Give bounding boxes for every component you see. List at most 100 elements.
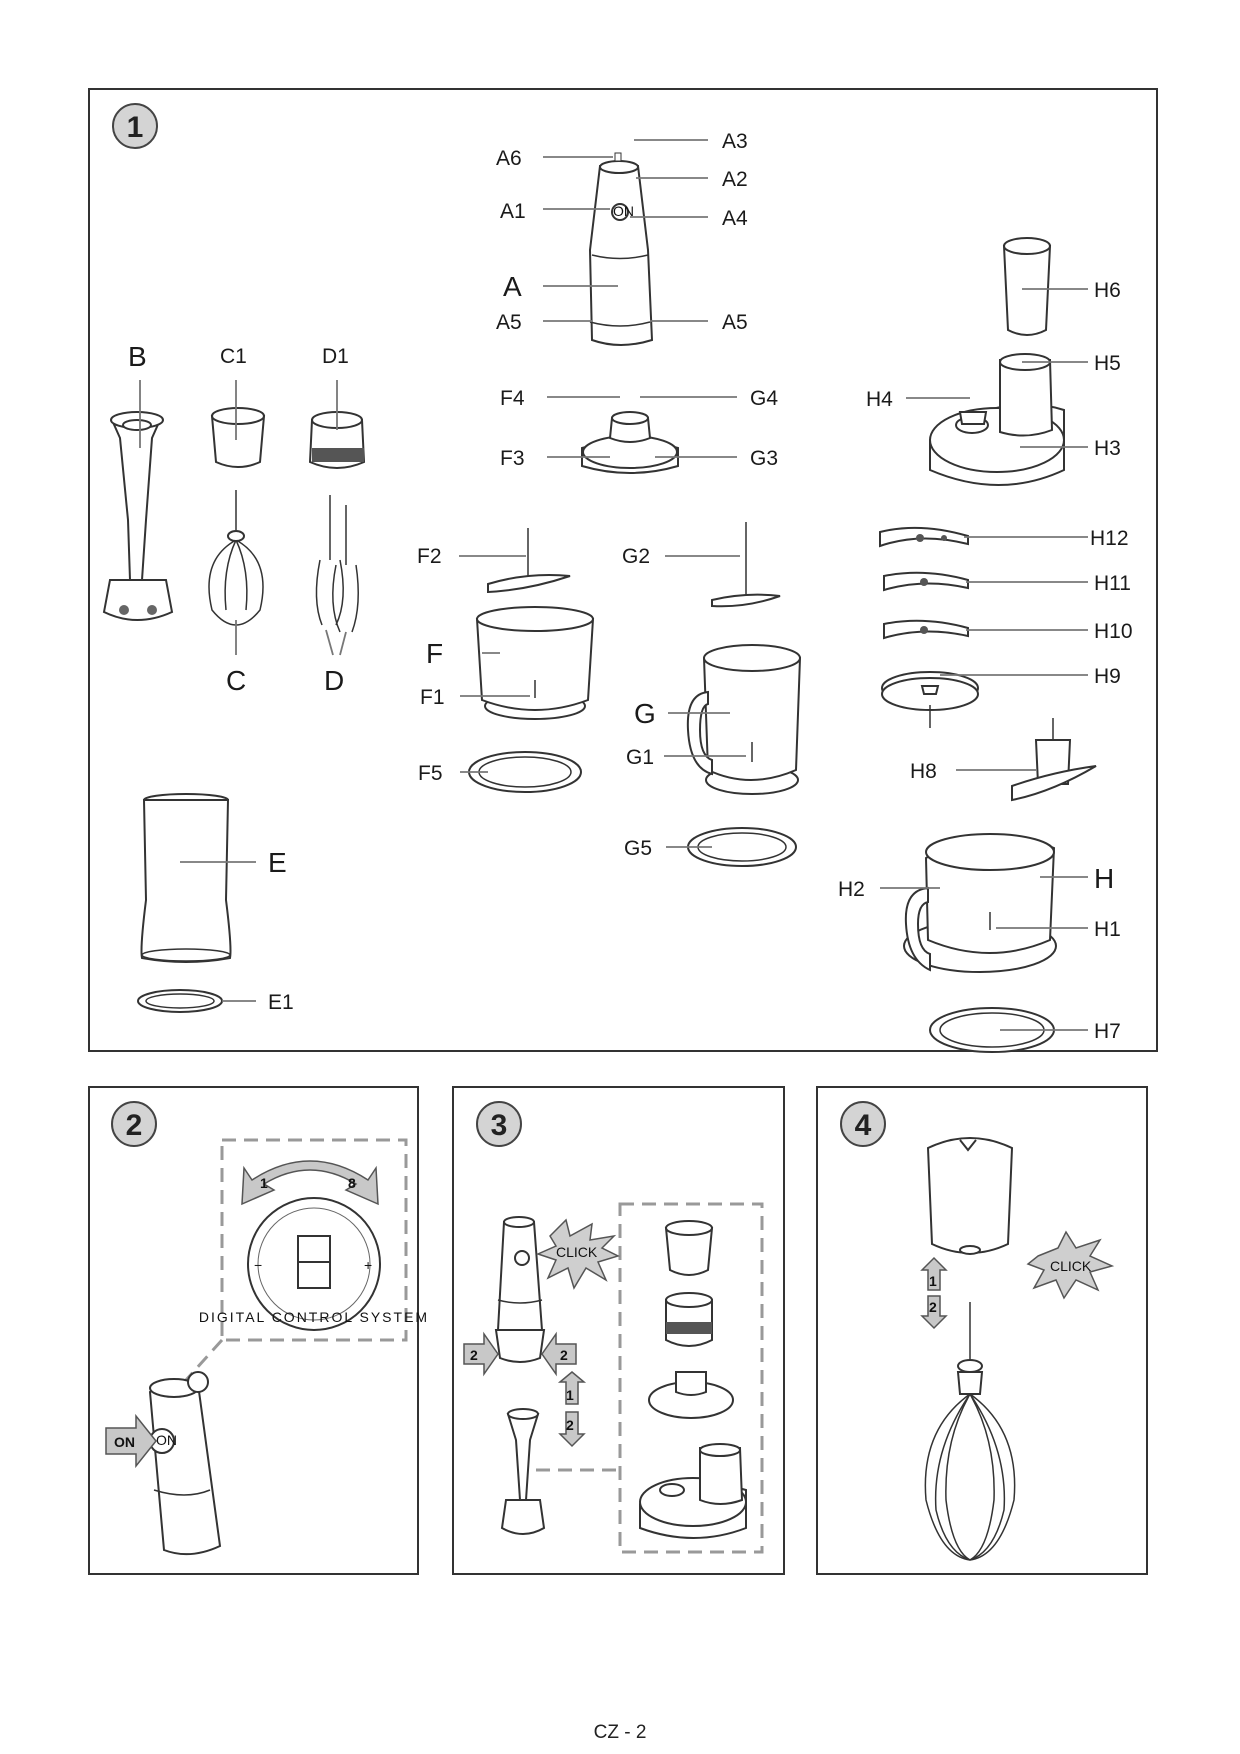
g2-blade-drawing [711, 522, 781, 608]
side-press-left-icon: 2 [463, 1331, 499, 1377]
processor-lid-drawing [929, 353, 1065, 486]
panel-3-number: 3 [491, 1109, 508, 1142]
label-a3: A3 [722, 130, 748, 153]
slicing-insert-h11 [883, 571, 969, 592]
label-f2: F2 [417, 545, 442, 568]
beaters-drawing [315, 495, 359, 633]
chopper-lid-drawing [581, 411, 679, 474]
label-f1: F1 [420, 686, 445, 709]
label-a2: A2 [722, 168, 748, 191]
food-pusher-drawing [1002, 237, 1052, 336]
whisk-drawing [208, 490, 264, 626]
label-a6: A6 [496, 147, 522, 170]
motor-unit-drawing: ON [588, 152, 654, 346]
label-a5-right: A5 [722, 311, 748, 334]
label-e: E [268, 847, 287, 878]
h8-blade-drawing [1011, 718, 1097, 802]
step-1-num-4: 1 [929, 1273, 937, 1289]
label-a5-left: A5 [496, 311, 522, 334]
label-h5: H5 [1094, 352, 1121, 375]
step-1-num: 1 [566, 1387, 574, 1403]
on-button-mark-2: ON [156, 1432, 177, 1448]
dial-ring-text: DIGITAL CONTROL SYSTEM [199, 1309, 429, 1325]
dial-minus: − [254, 1257, 262, 1273]
panel-1-badge: 1 [112, 103, 158, 149]
label-h10: H10 [1094, 620, 1133, 643]
label-f: F [426, 638, 443, 669]
label-a1: A1 [500, 200, 526, 223]
on-button-mark: ON [613, 203, 634, 219]
panel-3-badge: 3 [476, 1101, 522, 1147]
attachment-coupler-1 [664, 1220, 714, 1276]
on-arrow-icon: ON [105, 1413, 157, 1469]
label-d: D [324, 665, 344, 696]
attachments-detail-box [618, 1202, 764, 1554]
attachment-lid [648, 1371, 734, 1419]
panel-4-frame [816, 1086, 1148, 1575]
label-c: C [226, 665, 246, 696]
label-d1: D1 [322, 345, 349, 368]
label-c1: C1 [220, 345, 247, 368]
panel-1-number: 1 [127, 111, 144, 144]
rotation-arrow-icon [241, 1160, 379, 1206]
dial-max: 8 [348, 1175, 356, 1191]
label-h: H [1094, 863, 1114, 894]
whisk-large-drawing [924, 1302, 1016, 1561]
label-b: B [128, 341, 147, 372]
step-2-num-4: 2 [929, 1299, 937, 1315]
label-f4: F4 [500, 387, 525, 410]
label-f5: F5 [418, 762, 443, 785]
f2-blade-drawing [487, 528, 571, 594]
f-bowl-drawing [475, 606, 595, 720]
blender-leg-small-drawing [500, 1408, 546, 1535]
panel-3-frame [452, 1086, 785, 1575]
panel-2-frame [88, 1086, 419, 1575]
page-number: CZ - 2 [593, 1722, 647, 1743]
attachment-processor-lid [639, 1443, 747, 1539]
up-down-arrow-icon: 1 2 [557, 1371, 587, 1448]
disc-holder-drawing [881, 671, 979, 728]
side-left-num: 2 [470, 1347, 478, 1363]
label-g1: G1 [626, 746, 654, 769]
label-a4: A4 [722, 207, 748, 230]
label-h6: H6 [1094, 279, 1121, 302]
click-label-3: CLICK [556, 1244, 598, 1260]
beaker-drawing [140, 793, 232, 963]
processor-bowl-drawing [903, 833, 1057, 973]
label-g4: G4 [750, 387, 778, 410]
label-g: G [634, 698, 656, 729]
beaker-lid-drawing [137, 989, 223, 1013]
label-h8: H8 [910, 760, 937, 783]
step-2-num: 2 [566, 1417, 574, 1433]
label-g5: G5 [624, 837, 652, 860]
whisk-coupler-large-drawing [926, 1137, 1014, 1255]
click-burst-icon: CLICK [535, 1218, 621, 1290]
click-burst-icon-4: CLICK [1026, 1230, 1115, 1300]
label-h4: H4 [866, 388, 893, 411]
panel-2-badge: 2 [111, 1101, 157, 1147]
dial-detail-box [220, 1138, 408, 1342]
panel-2-number: 2 [126, 1109, 143, 1142]
motor-unit-angled-drawing: ON [148, 1371, 222, 1556]
label-h1: H1 [1094, 918, 1121, 941]
side-right-num: 2 [560, 1347, 568, 1363]
label-h9: H9 [1094, 665, 1121, 688]
motor-unit-small-drawing [494, 1216, 546, 1363]
panel-1-frame [88, 88, 1158, 1052]
up-down-arrow-icon-4: 1 2 [920, 1256, 948, 1330]
label-f3: F3 [500, 447, 525, 470]
side-press-right-icon: 2 [541, 1331, 577, 1377]
label-g2: G2 [622, 545, 650, 568]
label-h2: H2 [838, 878, 865, 901]
panel-4-number: 4 [855, 1109, 872, 1142]
dial-plus: + [364, 1257, 372, 1273]
slicing-insert-h12 [879, 526, 969, 548]
dial-min: 1 [260, 1175, 268, 1191]
blender-leg-drawing [102, 411, 174, 621]
whisk-coupler-drawing [210, 407, 266, 468]
label-e1: E1 [268, 991, 294, 1014]
label-h7: H7 [1094, 1020, 1121, 1043]
click-label-4: CLICK [1050, 1258, 1092, 1274]
label-h3: H3 [1094, 437, 1121, 460]
